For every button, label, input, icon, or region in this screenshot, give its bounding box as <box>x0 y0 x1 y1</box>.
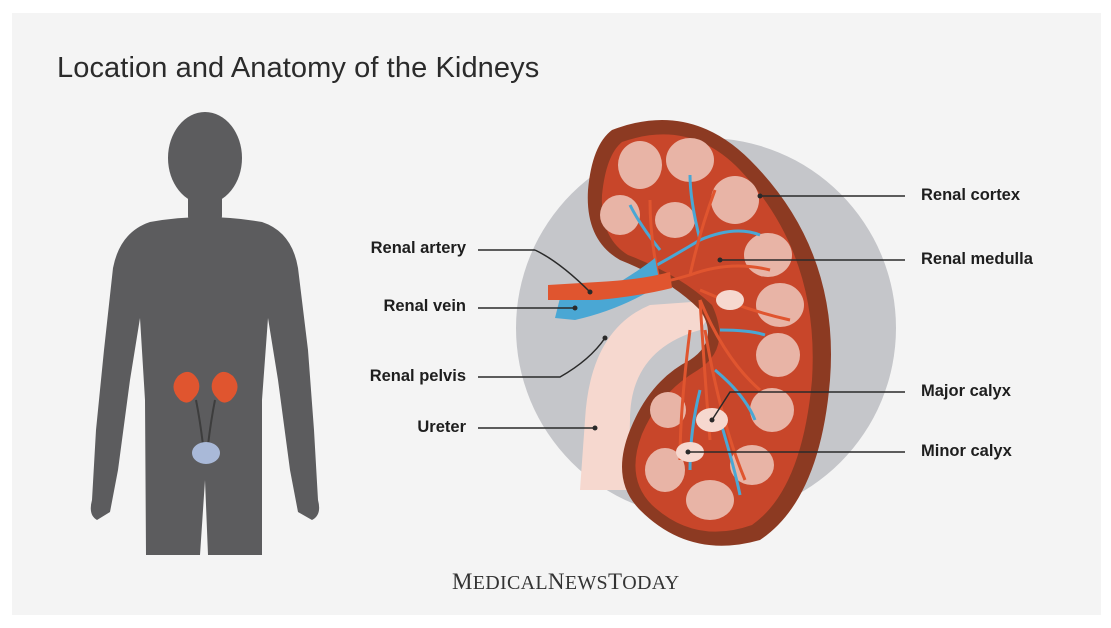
label-renal-vein: Renal vein <box>338 297 466 316</box>
label-ureter: Ureter <box>338 418 466 437</box>
label-minor-calyx: Minor calyx <box>921 442 1012 461</box>
label-renal-medulla: Renal medulla <box>921 250 1033 269</box>
human-silhouette <box>91 112 319 555</box>
label-renal-cortex: Renal cortex <box>921 186 1020 205</box>
brand-logo: MEDICALNEWSTODAY <box>452 569 679 595</box>
label-major-calyx: Major calyx <box>921 382 1011 401</box>
label-renal-pelvis: Renal pelvis <box>338 367 466 386</box>
label-renal-artery: Renal artery <box>338 239 466 258</box>
